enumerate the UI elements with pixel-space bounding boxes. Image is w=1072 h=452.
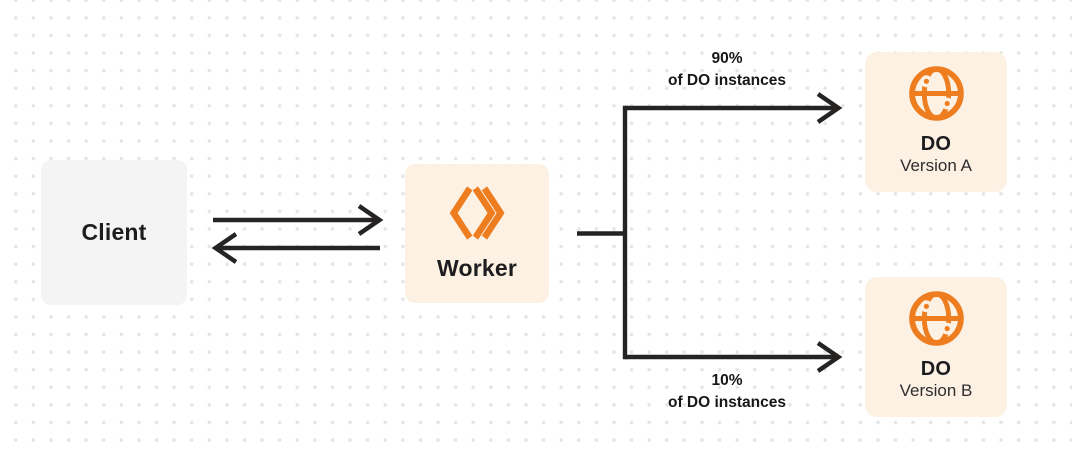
branch-a-percent: 90% — [711, 50, 743, 67]
do-b-title: DO — [920, 358, 952, 380]
worker-label: Worker — [436, 255, 518, 281]
arrow-branch-to-do-b — [625, 341, 843, 373]
client-node: Client — [41, 160, 187, 305]
arrow-worker-to-client — [211, 232, 380, 264]
branch-trunk-line — [577, 105, 628, 360]
branch-a-label: 90% of DO instances — [627, 48, 827, 92]
do-a-subtitle: Version A — [900, 156, 972, 175]
do-a-title: DO — [920, 133, 952, 155]
branch-b-label: 10% of DO instances — [627, 370, 827, 414]
do-version-b-node: DO Version B — [865, 277, 1007, 417]
do-b-subtitle: Version B — [899, 381, 973, 400]
arrow-client-to-worker — [213, 204, 384, 236]
branch-b-caption: of DO instances — [668, 394, 786, 411]
branch-b-percent: 10% — [711, 372, 743, 389]
arrow-branch-to-do-a — [625, 92, 843, 124]
branch-a-caption: of DO instances — [668, 72, 786, 89]
do-version-a-node: DO Version A — [865, 52, 1007, 192]
worker-node: Worker — [405, 164, 549, 303]
workers-icon — [449, 185, 506, 241]
globe-icon — [906, 63, 967, 124]
globe-icon — [906, 288, 967, 349]
client-label: Client — [81, 219, 147, 245]
